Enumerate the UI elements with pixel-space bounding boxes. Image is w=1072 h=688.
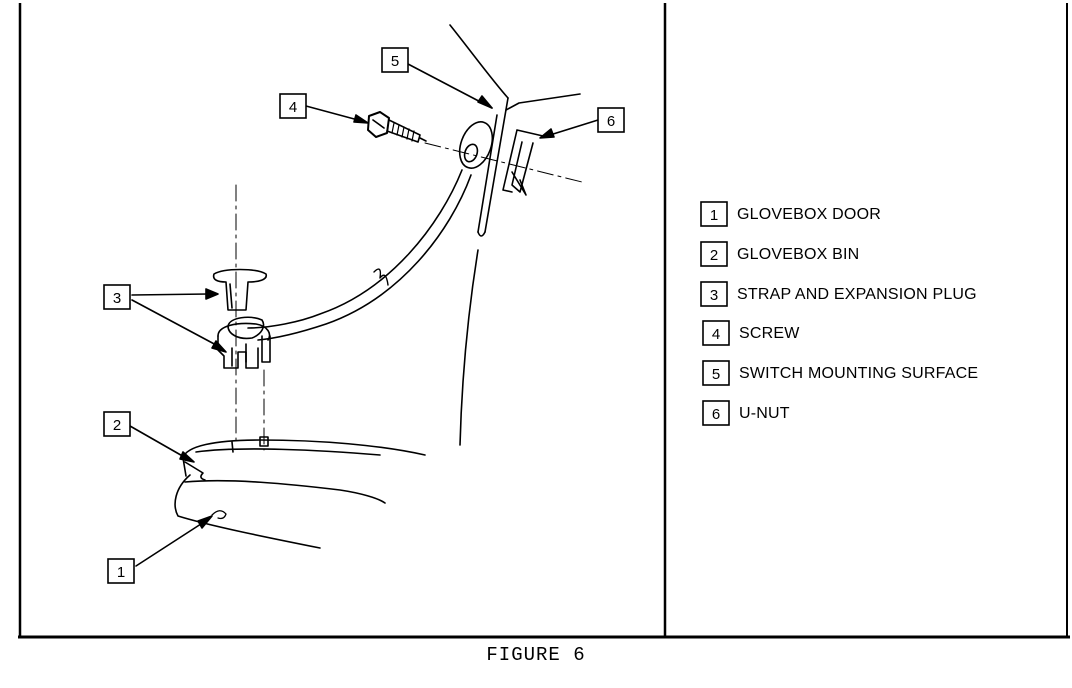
leader-lines (129, 63, 599, 567)
fastener-centerline (424, 142, 587, 184)
legend-item-4: 4 SCREW (702, 320, 800, 346)
callout-1: 1 (107, 558, 135, 584)
legend-item-2: 2 GLOVEBOX BIN (700, 241, 859, 267)
callout-1-number: 1 (117, 564, 125, 581)
callout-6: 6 (597, 107, 625, 133)
legend: 1 GLOVEBOX DOOR 2 GLOVEBOX BIN 3 STRAP A… (700, 201, 978, 426)
legend-item-3: 3 STRAP AND EXPANSION PLUG (700, 281, 977, 307)
legend-item-6: 6 U-NUT (702, 400, 790, 426)
figure-caption: FIGURE 6 (486, 644, 586, 666)
callout-2-number: 2 (113, 417, 121, 434)
legend-label-6: U-NUT (739, 405, 790, 422)
legend-item-1: 1 GLOVEBOX DOOR (700, 201, 881, 227)
legend-label-4: SCREW (739, 325, 800, 342)
legend-number-4: 4 (712, 326, 720, 343)
u-nut (502, 129, 544, 196)
callout-5: 5 (381, 47, 409, 73)
figure-frame (18, 3, 1070, 639)
legend-number-5: 5 (712, 366, 720, 383)
callout-5-number: 5 (391, 53, 399, 70)
glovebox-drawing (129, 24, 599, 567)
glovebox-door (174, 474, 386, 549)
callout-2: 2 (103, 411, 131, 437)
legend-number-3: 3 (710, 287, 718, 304)
legend-label-3: STRAP AND EXPANSION PLUG (737, 286, 977, 303)
callout-3: 3 (103, 284, 131, 310)
legend-number-1: 1 (710, 207, 718, 224)
legend-item-5: 5 SWITCH MOUNTING SURFACE (702, 360, 978, 386)
callout-6-number: 6 (607, 113, 615, 130)
callout-4-number: 4 (289, 99, 297, 116)
expansion-plug (212, 268, 268, 311)
strap (217, 121, 494, 369)
legend-label-5: SWITCH MOUNTING SURFACE (739, 365, 978, 382)
callout-3-number: 3 (113, 290, 121, 307)
glovebox-bin (182, 436, 426, 481)
screw (367, 111, 427, 143)
switch-mounting-surface (449, 24, 581, 446)
legend-number-2: 2 (710, 247, 718, 264)
legend-label-2: GLOVEBOX BIN (737, 246, 859, 263)
legend-label-1: GLOVEBOX DOOR (737, 206, 881, 223)
callout-4: 4 (279, 93, 307, 119)
legend-number-6: 6 (712, 406, 720, 423)
